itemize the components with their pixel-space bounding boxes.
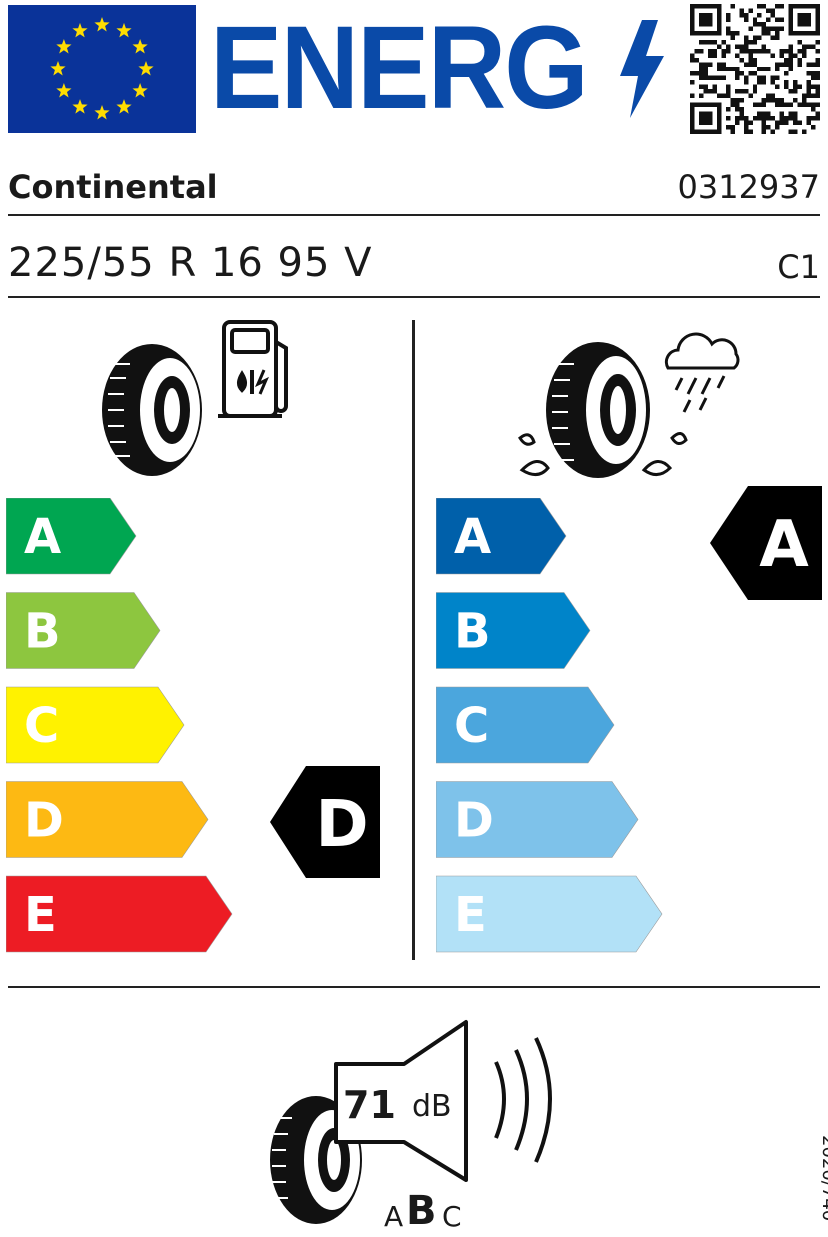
regulation-number: 2020/740: [818, 1135, 828, 1222]
wet-bar-e: [436, 875, 663, 953]
supplier-name: Continental: [8, 168, 218, 206]
sound-waves-icon: [494, 1037, 552, 1163]
tyre-icon: [546, 342, 650, 478]
star-icon: [56, 83, 72, 98]
wet-label-b: B: [454, 604, 491, 660]
noise-unit: dB: [412, 1089, 452, 1124]
wet-grip-rating: A: [759, 508, 809, 582]
star-icon: [56, 39, 72, 54]
star-icon: [72, 22, 88, 38]
fuel-efficiency-rating-arrow: D: [270, 766, 380, 878]
divider: [8, 296, 820, 298]
tyre-fuel-pump-icon: [102, 320, 288, 476]
star-icon: [138, 61, 154, 76]
fuel-bar-e: [6, 875, 233, 953]
fuel-label-c: C: [24, 698, 59, 754]
star-icon: [50, 61, 66, 76]
fuel-label-e: E: [24, 887, 57, 943]
rain-cloud-icon: [664, 332, 740, 413]
lightning-bolt-icon: [620, 20, 664, 118]
noise-class-c: C: [442, 1200, 462, 1233]
fuel-label-a: A: [24, 509, 61, 565]
tyre-rain-cloud-icon: [518, 332, 740, 478]
speaker-icon: [334, 1020, 468, 1182]
wet-label-c: C: [454, 698, 489, 754]
noise-class-b: B: [406, 1188, 437, 1234]
wet-grip-rating-arrow: A: [710, 486, 822, 600]
star-icon: [94, 105, 110, 120]
wet-bar-b: [436, 592, 591, 669]
tyre-class: C1: [777, 248, 820, 286]
star-icon: [132, 83, 148, 98]
fuel-pump-icon: [218, 320, 288, 418]
fuel-bar-d: [6, 781, 209, 858]
wet-label-a: A: [454, 509, 491, 565]
vertical-divider: [412, 320, 415, 960]
divider: [8, 986, 820, 988]
tyre-speaker-icon: [270, 1020, 552, 1224]
star-icon: [72, 99, 88, 114]
energy-title: ENERG: [210, 2, 589, 134]
divider: [8, 214, 820, 216]
fuel-label-b: B: [24, 604, 61, 660]
fuel-efficiency-rating: D: [315, 788, 368, 862]
wet-bar-c: [436, 686, 615, 764]
fuel-bar-c: [6, 686, 185, 764]
wet-label-e: E: [454, 887, 487, 943]
tyre-icon: [102, 344, 202, 476]
noise-class-a: A: [384, 1200, 404, 1233]
fuel-label-d: D: [24, 793, 64, 849]
tyre-size: 225/55 R 16 95 V: [8, 240, 373, 286]
noise-value: 71: [343, 1083, 396, 1127]
wet-bar-a: [436, 498, 567, 575]
fuel-bar-b: [6, 592, 161, 669]
water-splash-icon: [518, 432, 688, 476]
star-icon: [94, 17, 110, 32]
model-identifier: 0312937: [677, 168, 820, 206]
qr-code-icon: [690, 4, 820, 134]
wet-bar-d: [436, 781, 639, 858]
star-icon: [116, 22, 132, 38]
star-icon: [116, 99, 132, 114]
eu-flag-icon: [8, 5, 196, 133]
star-icon: [132, 39, 148, 54]
fuel-bar-a: [6, 498, 137, 575]
wet-label-d: D: [454, 793, 494, 849]
